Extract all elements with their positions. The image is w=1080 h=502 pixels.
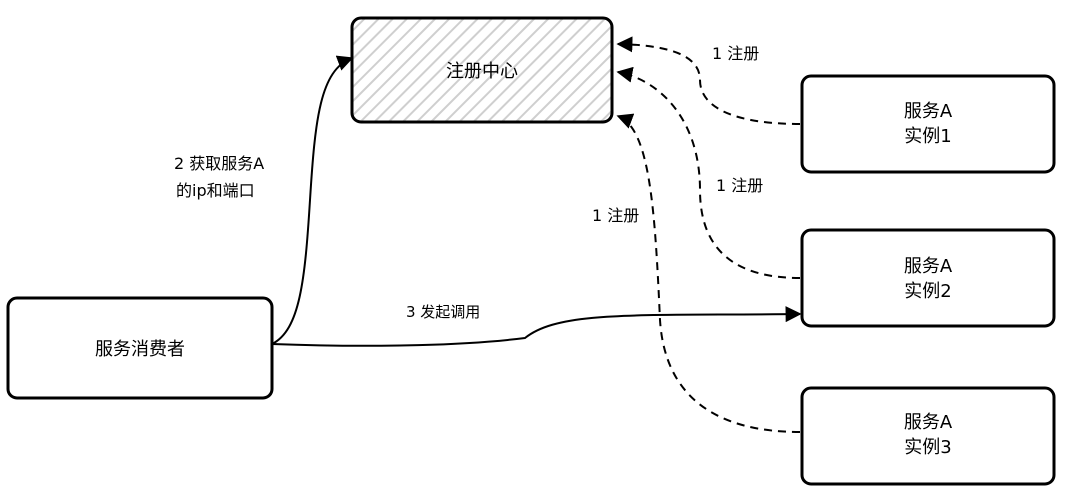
edge-register-instance2 (616, 66, 801, 279)
label-register-2: 1 注册 (716, 176, 763, 195)
node-instance3[interactable]: 服务A 实例3 (800, 386, 1056, 486)
label-fetch-line1: 2 获取服务A (174, 154, 264, 173)
edge-fetch-address (271, 55, 354, 345)
label-register-3: 1 注册 (592, 206, 639, 225)
node-instance1[interactable]: 服务A 实例1 (800, 74, 1056, 174)
edge-register-instance3 (616, 113, 801, 433)
consumer-label: 服务消费者 (95, 339, 185, 360)
label-register-1: 1 注册 (712, 44, 759, 63)
label-fetch-line2: 的ip和端口 (176, 181, 255, 200)
instance2-line2: 实例2 (904, 281, 951, 302)
edge-invoke (271, 306, 802, 347)
edge-labels: 1 注册 1 注册 1 注册 2 获取服务A 的ip和端口 3 发起调用 (174, 44, 763, 321)
label-invoke: 3 发起调用 (406, 303, 480, 321)
instance3-line2: 实例3 (904, 437, 951, 458)
instance1-line1: 服务A (904, 101, 953, 122)
edges (271, 36, 802, 433)
instance3-line1: 服务A (904, 412, 953, 433)
registry-label: 注册中心 (446, 61, 518, 82)
node-consumer[interactable]: 服务消费者 (6, 296, 274, 400)
instance1-line2: 实例1 (904, 126, 951, 147)
edge-register-instance1 (616, 36, 801, 125)
node-registry[interactable]: 注册中心 (350, 16, 614, 124)
node-instance2[interactable]: 服务A 实例2 (800, 228, 1056, 328)
instance2-line1: 服务A (904, 256, 953, 277)
